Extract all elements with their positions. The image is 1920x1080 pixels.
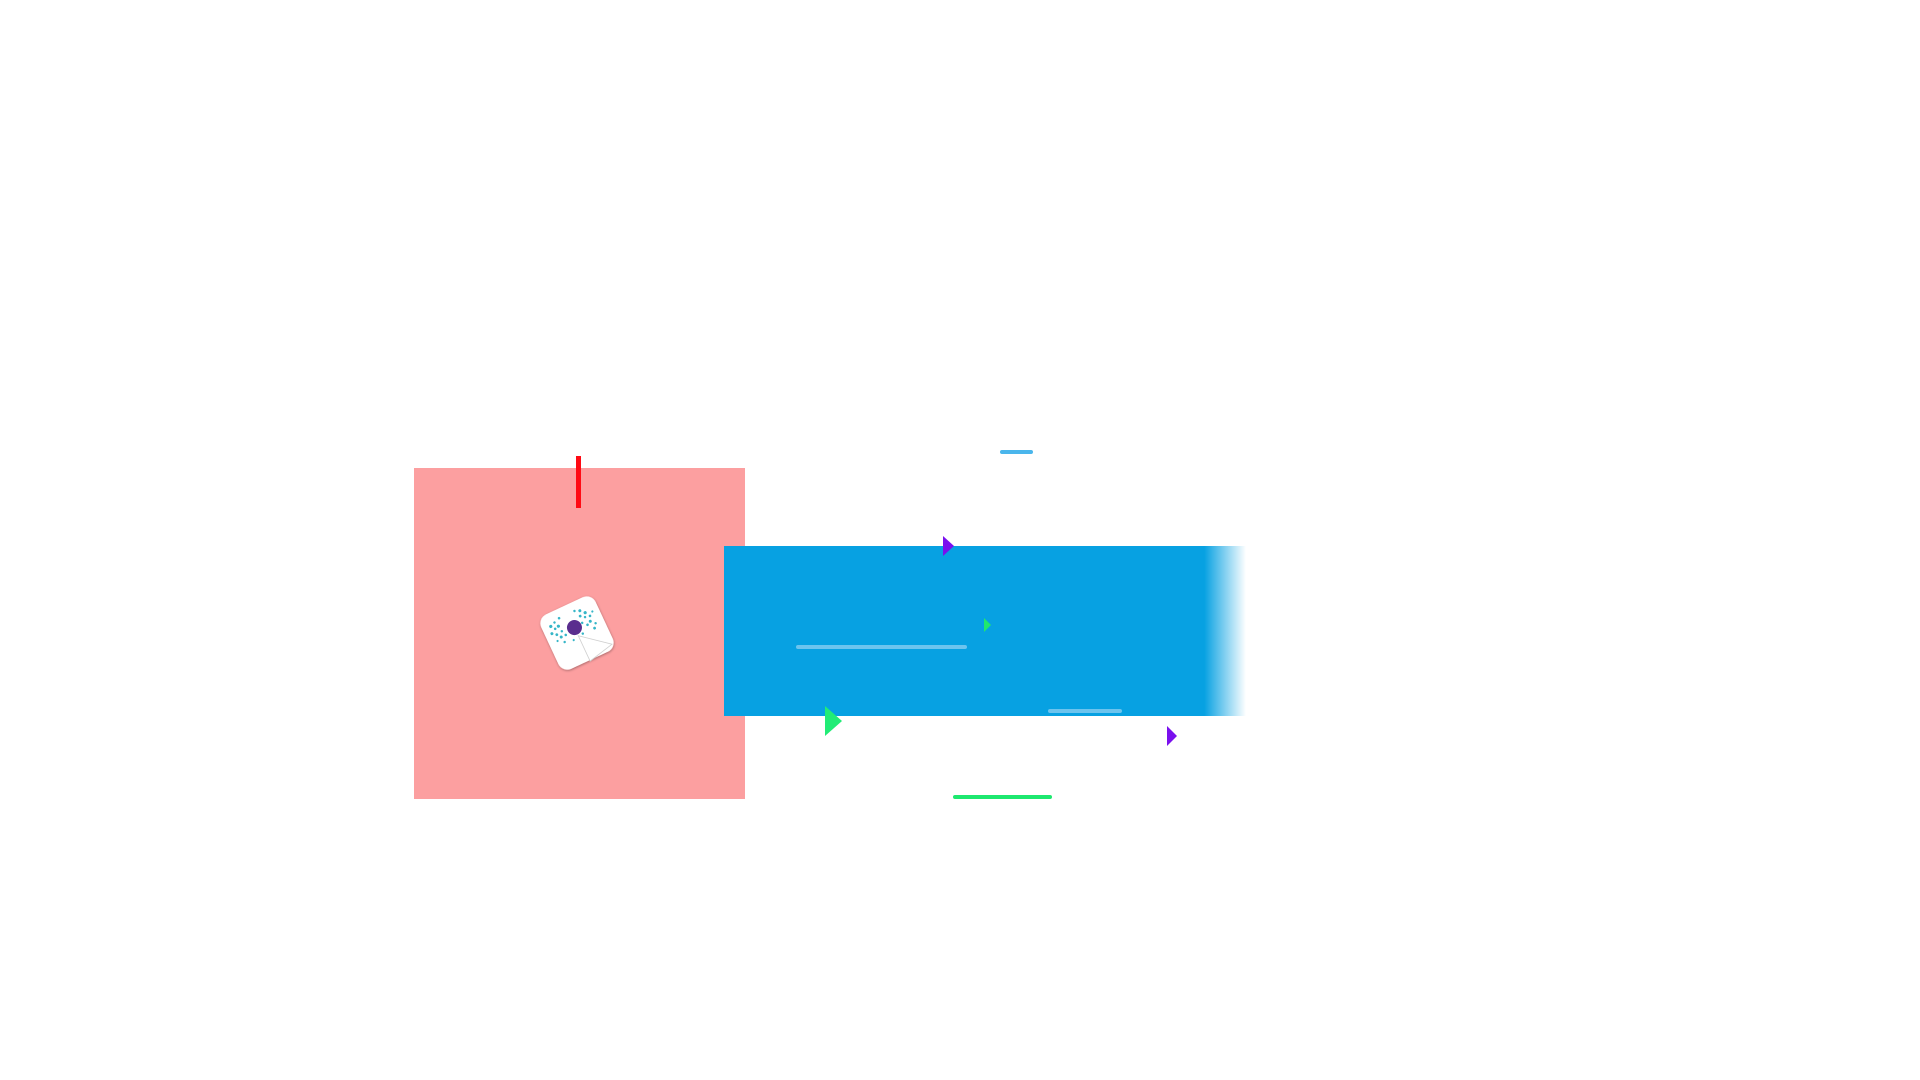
purple-triangle-icon-lower xyxy=(1167,726,1177,746)
red-tick-mark xyxy=(576,456,581,508)
app-icon-graphic xyxy=(540,596,614,670)
purple-triangle-icon xyxy=(943,536,954,556)
banner-highlight-line-short xyxy=(1048,709,1122,713)
small-green-triangle-icon xyxy=(984,618,991,632)
blue-dash-mark xyxy=(1000,450,1033,454)
green-line-mark xyxy=(953,795,1052,799)
banner-highlight-line xyxy=(796,645,967,649)
app-icon[interactable] xyxy=(534,590,620,676)
green-triangle-icon xyxy=(825,706,842,736)
